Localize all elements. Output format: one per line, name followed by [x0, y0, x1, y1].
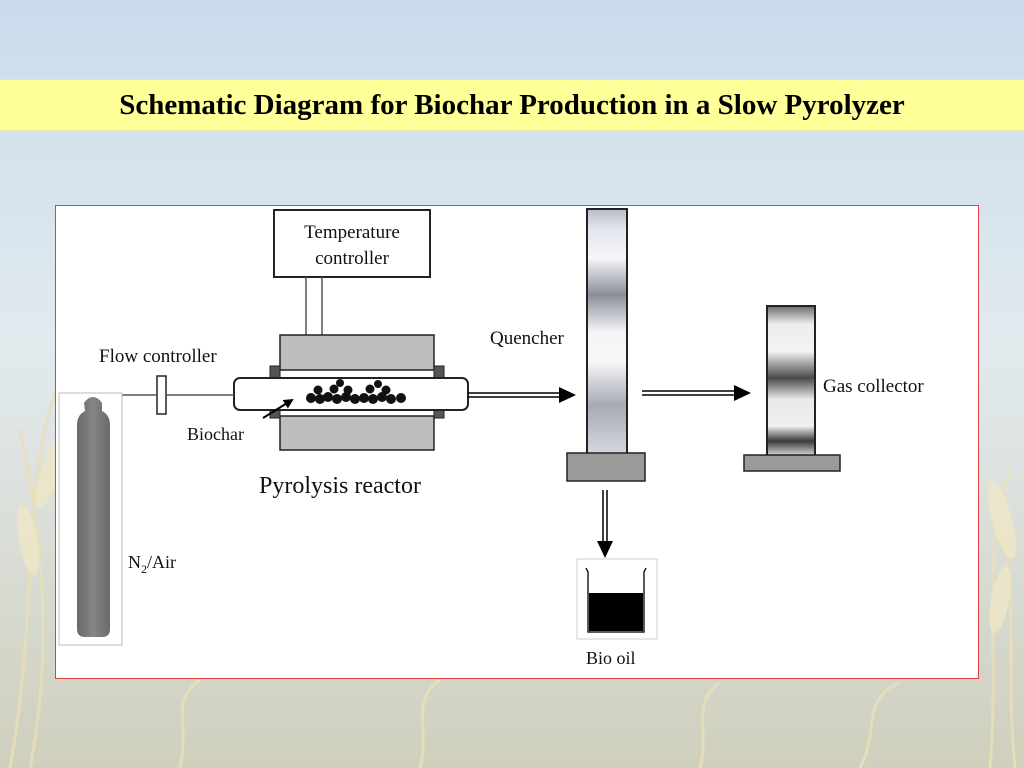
pyrolysis-reactor: Biochar Pyrolysis reactor [187, 334, 469, 499]
flow-controller-label: Flow controller [99, 346, 217, 367]
biochar-label: Biochar [187, 424, 244, 444]
temperature-controller: Temperature controller [273, 209, 431, 278]
slide-title: Schematic Diagram for Biochar Production… [119, 88, 905, 121]
arrow-quencher-to-bio-oil [597, 490, 613, 558]
arrow-quencher-to-collector [642, 385, 751, 401]
biochar-particles [306, 379, 406, 404]
gas-cylinder: N2/Air [58, 392, 176, 646]
quencher-label: Quencher [490, 328, 565, 349]
controller-wires [305, 277, 323, 335]
quencher: Quencher [490, 208, 646, 482]
arrow-reactor-to-quencher [468, 387, 576, 403]
gas-collector: Gas collector [743, 305, 924, 472]
bio-oil-label: Bio oil [586, 648, 636, 668]
pyrolysis-reactor-label: Pyrolysis reactor [259, 473, 421, 499]
temperature-controller-label-line2: controller [315, 248, 390, 269]
diagram-frame: Temperature controller Biocha [55, 205, 979, 679]
gas-cylinder-label: N2/Air [128, 552, 176, 576]
bio-oil-beaker: Bio oil [576, 558, 658, 668]
gas-collector-label: Gas collector [823, 376, 924, 397]
title-banner: Schematic Diagram for Biochar Production… [0, 79, 1024, 131]
pyrolyzer-schematic: Temperature controller Biocha [58, 208, 924, 668]
temperature-controller-label-line1: Temperature [304, 222, 400, 243]
